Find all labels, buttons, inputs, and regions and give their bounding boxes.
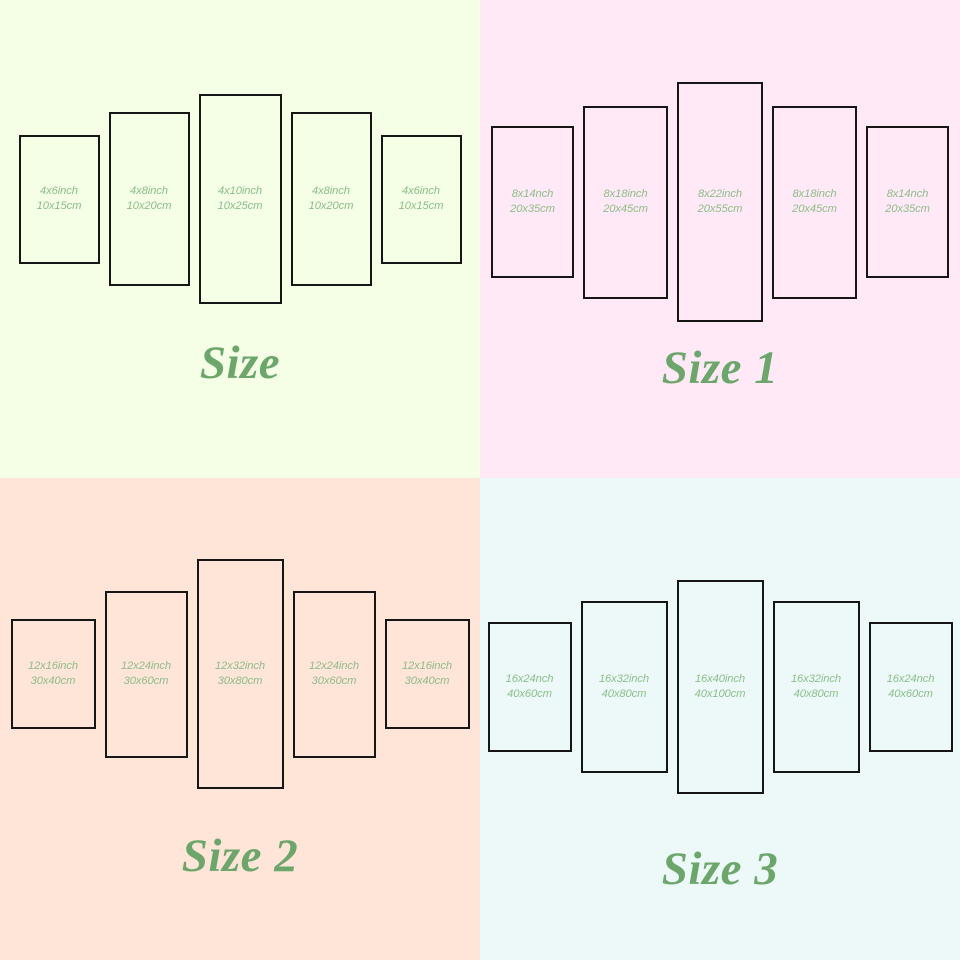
frame-size-cm: 40x60cm — [507, 688, 552, 700]
frame-size-label: 8x14nch 20x35cm — [885, 187, 930, 218]
frame-size-cm: 30x60cm — [311, 675, 357, 687]
canvas-frame: 12x24inch 30x60cm — [104, 590, 188, 758]
frame-size-inches: 12x16inch — [27, 659, 79, 672]
frame-size-inches: 12x24inch — [308, 659, 360, 672]
canvas-frame: 4x6inch 10x15cm — [18, 134, 100, 264]
frame-size-inches: 8x18inch — [603, 187, 648, 200]
frame-size-inches: 8x18inch — [792, 187, 837, 200]
frame-size-inches: 12x24inch — [120, 659, 172, 672]
frame-size-inches: 16x24nch — [505, 672, 554, 685]
frame-size-inches: 16x24nch — [886, 672, 935, 685]
frame-size-cm: 20x35cm — [510, 203, 555, 215]
canvas-frame: 16x32inch 40x80cm — [772, 601, 860, 773]
frame-size-label: 8x18inch 20x45cm — [792, 187, 837, 218]
frame-size-label: 12x24inch 30x60cm — [121, 659, 171, 690]
frame-size-inches: 16x32inch — [598, 672, 650, 685]
canvas-frame: 16x24nch 40x60cm — [868, 622, 953, 752]
frame-size-label: 12x16inch 30x40cm — [402, 659, 452, 690]
frame-size-label: 4x6inch 10x15cm — [37, 184, 82, 215]
frame-size-label: 4x8inch 10x20cm — [309, 184, 354, 215]
frame-size-cm: 40x100cm — [694, 688, 746, 700]
frame-size-label: 12x24inch 30x60cm — [309, 659, 359, 690]
canvas-frame: 4x6inch 10x15cm — [380, 134, 462, 264]
canvas-frame: 4x8inch 10x20cm — [108, 112, 190, 286]
frame-cluster: 16x24nch 40x60cm 16x32inch 40x80cm 16x40inch… — [480, 578, 960, 796]
frame-size-label: 4x10inch 10x25cm — [218, 184, 263, 215]
frame-size-label: 16x32inch 40x80cm — [791, 672, 841, 703]
frame-size-cm: 10x15cm — [398, 200, 444, 212]
canvas-frame: 8x14nch 20x35cm — [866, 126, 949, 278]
frame-size-inches: 16x40inch — [694, 672, 746, 685]
frame-cluster: 8x14nch 20x35cm 8x18inch 20x45cm 8x22inch 20x… — [480, 78, 960, 326]
frame-size-cm: 10x25cm — [217, 200, 263, 212]
frame-size-cm: 40x80cm — [601, 688, 647, 700]
frame-cluster: 4x6inch 10x15cm 4x8inch 10x20cm 4x10inch 10x2… — [0, 88, 480, 310]
frame-size-cm: 40x60cm — [888, 688, 933, 700]
frame-size-inches: 16x32inch — [790, 672, 842, 685]
frame-size-inches: 4x6inch — [40, 184, 78, 197]
frame-size-label: 4x6inch 10x15cm — [399, 184, 444, 215]
frame-size-cm: 30x40cm — [404, 675, 450, 687]
canvas-frame: 4x10inch 10x25cm — [198, 94, 282, 304]
frame-size-label: 12x32inch 30x80cm — [215, 659, 265, 690]
panel-caption: Size 1 — [661, 342, 779, 394]
canvas-frame: 16x40inch 40x100cm — [676, 580, 764, 794]
frame-size-cm: 30x40cm — [30, 675, 76, 687]
canvas-frame: 8x18inch 20x45cm — [772, 105, 857, 299]
size-panel-size-3: 16x24nch 40x60cm 16x32inch 40x80cm 16x40inch… — [480, 478, 960, 960]
canvas-frame: 8x18inch 20x45cm — [583, 105, 668, 299]
size-panel-size-1: 8x14nch 20x35cm 8x18inch 20x45cm 8x22inch 20x… — [480, 0, 960, 478]
frame-size-inches: 12x16inch — [401, 659, 453, 672]
frame-size-label: 8x14nch 20x35cm — [510, 187, 555, 218]
frame-size-label: 8x22inch 20x55cm — [698, 187, 743, 218]
frame-size-cm: 10x15cm — [36, 200, 82, 212]
frame-size-inches: 8x22inch — [698, 187, 742, 200]
canvas-frame: 12x16inch 30x40cm — [384, 619, 470, 729]
frame-size-label: 12x16inch 30x40cm — [28, 659, 78, 690]
canvas-frame: 16x32inch 40x80cm — [580, 601, 668, 773]
frame-size-inches: 4x8inch — [130, 184, 168, 197]
frame-cluster: 12x16inch 30x40cm 12x24inch 30x60cm 12x32inc… — [0, 550, 480, 798]
frame-size-inches: 12x32inch — [214, 659, 266, 672]
panel-caption: Size 2 — [181, 830, 299, 882]
frame-size-cm: 10x20cm — [126, 200, 172, 212]
frame-size-cm: 30x60cm — [123, 675, 169, 687]
canvas-frame: 12x16inch 30x40cm — [10, 619, 96, 729]
frame-size-inches: 4x6inch — [402, 184, 440, 197]
frame-size-cm: 20x45cm — [603, 203, 648, 215]
frame-size-label: 4x8inch 10x20cm — [127, 184, 172, 215]
frame-size-label: 16x32inch 40x80cm — [599, 672, 649, 703]
panel-caption: Size 3 — [661, 843, 779, 895]
frame-size-label: 16x24nch 40x60cm — [887, 672, 935, 703]
frame-size-cm: 30x80cm — [217, 675, 263, 687]
frame-size-cm: 20x55cm — [697, 203, 743, 215]
frame-size-label: 16x24nch 40x60cm — [506, 672, 554, 703]
frame-size-cm: 10x20cm — [308, 200, 354, 212]
frame-size-inches: 4x8inch — [312, 184, 350, 197]
canvas-frame: 8x14nch 20x35cm — [491, 126, 574, 278]
frame-size-inches: 8x14nch — [511, 187, 554, 200]
panel-caption: Size — [199, 337, 281, 389]
frame-size-cm: 20x45cm — [792, 203, 837, 215]
canvas-frame: 4x8inch 10x20cm — [290, 112, 372, 286]
frame-size-label: 8x18inch 20x45cm — [603, 187, 648, 218]
size-panel-size: 4x6inch 10x15cm 4x8inch 10x20cm 4x10inch 10x2… — [0, 0, 480, 478]
frame-size-label: 16x40inch 40x100cm — [695, 672, 746, 703]
canvas-frame: 16x24nch 40x60cm — [487, 622, 572, 752]
canvas-frame: 8x22inch 20x55cm — [677, 82, 763, 322]
canvas-frame: 12x24inch 30x60cm — [292, 590, 376, 758]
frame-size-inches: 8x14nch — [886, 187, 929, 200]
frame-size-inches: 4x10inch — [218, 184, 262, 197]
canvas-frame: 12x32inch 30x80cm — [196, 559, 284, 789]
size-panel-size-2: 12x16inch 30x40cm 12x24inch 30x60cm 12x32inc… — [0, 478, 480, 960]
frame-size-cm: 20x35cm — [885, 203, 930, 215]
frame-size-cm: 40x80cm — [793, 688, 839, 700]
